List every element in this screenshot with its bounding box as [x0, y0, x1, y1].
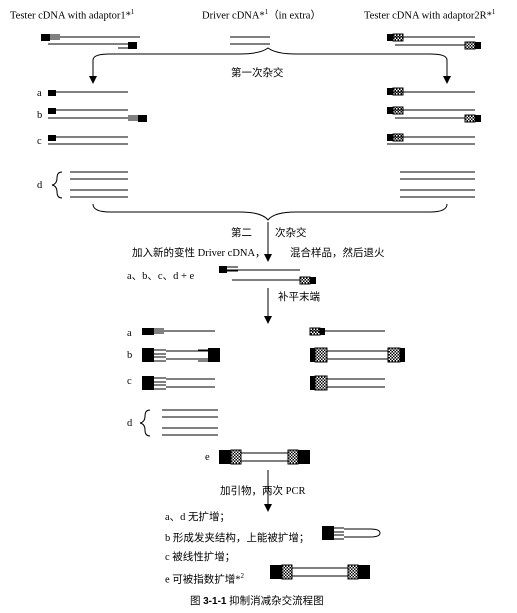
- tester2-molecule: [387, 33, 481, 50]
- left-a2: [142, 328, 215, 335]
- row-label-b1: b: [37, 110, 43, 121]
- figure-caption: 图 3-1-1 抑制消减杂交流程图: [190, 596, 324, 607]
- row-label-b2: b: [127, 350, 133, 361]
- combined-label: a、b、c、d + e: [127, 271, 195, 282]
- left-d1: [51, 171, 128, 199]
- row-label-d2: d: [127, 418, 133, 429]
- result-line-2: b 形成发夹结构，上能被扩增；: [165, 533, 310, 544]
- left-c2: [142, 376, 215, 390]
- right-a1: [387, 87, 475, 96]
- row-label-c2: c: [127, 376, 132, 387]
- left-b2: [142, 348, 220, 362]
- second-hybridization-instruction-1: 加入新的变性 Driver cDNA，: [132, 248, 266, 259]
- row-label-a1: a: [37, 88, 42, 99]
- second-hybridization-brace: [92, 203, 448, 221]
- row-label-d1: d: [37, 180, 43, 191]
- left-b1: [48, 108, 147, 122]
- right-c1: [387, 133, 475, 145]
- left-a1: [48, 90, 128, 96]
- tester2-label: Tester cDNA with adaptor2R*1: [364, 8, 496, 22]
- first-hybridization-label: 第一次杂交: [231, 68, 284, 79]
- e-amplified-molecule: [270, 564, 370, 580]
- driver-molecule: [230, 36, 270, 45]
- right-a2: [309, 327, 385, 336]
- first-hybridization-brace: [92, 47, 448, 61]
- pcr-label: 加引物，两次 PCR: [220, 486, 306, 497]
- second-hybridization-label-part1: 第二: [231, 228, 252, 239]
- fill-in-label: 补平末端: [278, 292, 320, 303]
- result-line-4: e 可被指数扩增*2: [165, 572, 245, 586]
- driver-label: Driver cDNA*1（in extra）: [202, 8, 321, 22]
- tester1-label: Tester cDNA with adaptor1*1: [10, 8, 135, 22]
- row-label-c1: c: [37, 136, 42, 147]
- result-line-3: c 被线性扩增；: [165, 552, 236, 563]
- result-line-1: a、d 无扩增；: [165, 512, 231, 523]
- hairpin-structure: [322, 526, 381, 540]
- second-hybridization-instruction-2: 混合样品，然后退火: [290, 248, 385, 259]
- right-b1: [387, 106, 481, 123]
- second-hybridization-label-part2: 次杂交: [275, 228, 307, 239]
- right-d1: [400, 171, 475, 198]
- right-b2: [310, 347, 405, 363]
- tester1-molecule: [41, 34, 140, 49]
- left-d2: [139, 409, 218, 437]
- left-c1: [48, 135, 128, 145]
- e-molecule-filled: [219, 449, 310, 465]
- row-label-e2: e: [205, 452, 210, 463]
- combined-e-molecule: [219, 266, 316, 285]
- right-c2: [310, 375, 385, 391]
- row-label-a2: a: [127, 328, 132, 339]
